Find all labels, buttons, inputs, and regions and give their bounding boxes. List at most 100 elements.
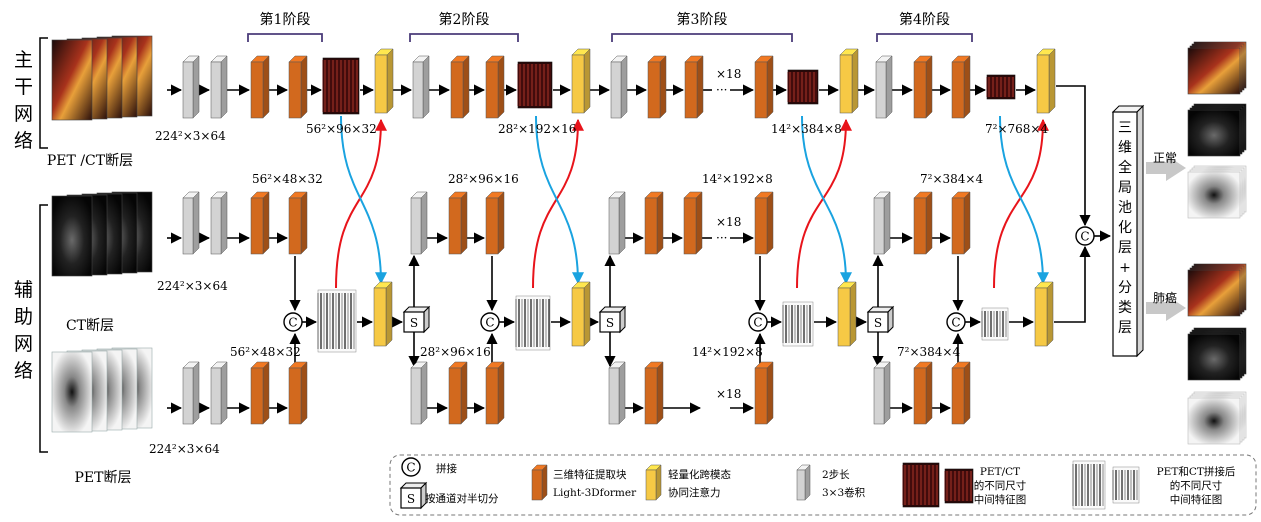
concat-node-3-label: C [753,316,762,330]
pet-s4-conv-front [874,368,884,424]
main-s1-block-2-front [289,62,301,118]
ct-conv-1-front [183,198,193,254]
concat-node-3: C [749,313,767,331]
main-s4-block-2-front [952,62,964,118]
main-s3-block-3-side [767,56,773,118]
ct-s4-block-1-side [926,192,932,254]
cancer-petct-output [1188,264,1246,316]
ct-conv-1 [183,192,199,254]
dim-main-s2: 28²×192×16 [498,122,576,136]
pet-s4-block-2-side [964,362,970,424]
pet-s4-block-2 [952,362,970,424]
ct-s2-block-2 [486,192,504,254]
ct-s1-block-2-front [289,198,301,254]
legend-concat-icon-label: C [406,461,415,475]
legend-cat-label-2: 的不同尺寸 [1170,479,1223,492]
pet-conv-2 [211,362,227,424]
ct-s3-ellipsis: ··· [716,231,727,245]
main-s3-conv-front [611,62,621,118]
split-node-1: S [404,307,429,332]
pet-s1-block-1-side [263,362,269,424]
legend-conv-label-1: 2步长 [822,469,850,481]
main-s4-block-2-side [964,56,970,118]
pet-s4-block-2-front [952,368,964,424]
pet-s2-block-1-front [449,368,461,424]
main-s3-conv-side [621,56,627,118]
aux-s2-attention-front [572,288,584,346]
main-to-final-concat [1056,86,1085,225]
aux-label-char: 助 [14,306,33,328]
split-node-1-side [424,307,429,332]
main-s2-block-2-side [498,56,504,118]
ct-s3-block-3-front [755,198,767,254]
pet-s4-conv [874,362,890,424]
legend-block-icon [532,465,547,500]
main-s1-block-2-side [301,56,307,118]
normal-petct-output [1188,42,1246,94]
main-s3-block-2-side [697,56,703,118]
main-s2-feature-bg [518,62,552,108]
pet-s3-block-2-front [755,368,767,424]
main-s2-attention-front [572,55,584,113]
legend-block-label-1: 三维特征提取块 [553,468,627,481]
aux-label-char: 网 [14,333,33,355]
ct-s3-block-2-side [696,192,702,254]
stage-label-4: 第4阶段 [899,11,950,28]
main-s4-block-1-side [926,56,932,118]
legend-split-icon: S [401,483,426,508]
main-s3-block-2-front [685,62,697,118]
final-concat-node: C [1076,227,1094,245]
main-s4-attention-side [1049,49,1055,113]
main-s1-attention-side [387,49,393,113]
petct-input-stack [52,36,152,120]
dim-pet-s1: 56²×48×32 [230,345,301,359]
ct-s3-conv-side [619,192,625,254]
ct-s2-block-1 [449,192,467,254]
pet-s4-block-1-front [914,368,926,424]
dim-ct-s1: 56²×48×32 [252,172,323,186]
cancer-ct-output-slice [1188,334,1240,380]
ct-s1-block-1-front [251,198,263,254]
pool-label-char: 维 [1118,140,1132,156]
main-s2-block-2 [486,56,504,118]
ct-conv-1-side [193,192,199,254]
cat-s1-feature [318,290,356,352]
pet-s3-block-2-side [767,362,773,424]
main-conv-2-side [221,56,227,118]
stage-label-3: 第3阶段 [677,11,728,28]
legend-feat-icon-2 [945,469,973,503]
concat-node-2-label: C [485,316,494,330]
main-s4-block-2 [952,56,970,118]
main-s4-conv-front [876,62,886,118]
main-s3-attention-side [852,49,858,113]
cat-s2-feature-bg [516,296,550,350]
stage-bracket-3 [612,34,792,42]
backbone-label-char: 干 [14,76,33,98]
aux-s4-attention [1035,282,1053,346]
pet-s2-block-2-side [498,362,504,424]
legend-cat-icon-2-bg [1113,467,1139,503]
main-s2-attention-side [584,49,590,113]
pool-label-char: 化 [1118,220,1132,236]
pet-s2-block-1-side [461,362,467,424]
main-s1-block-1-side [263,56,269,118]
ct-s1-block-2-side [301,192,307,254]
blue-cross-arrow-4 [1000,116,1043,283]
stage-bracket-4 [877,34,972,42]
dim-pet-s2: 28²×96×16 [420,345,491,359]
ct-s4-conv-front [874,198,884,254]
legend-conv-icon-side [805,465,810,500]
dim-main-s3: 14²×384×8 [771,122,842,136]
legend-attention-icon-front [646,470,656,500]
main-s3-conv [611,56,627,118]
cancer-pet-output [1188,392,1246,444]
ct-conv-2 [211,192,227,254]
pet-s1-block-2 [289,362,307,424]
pool-label-char: 局 [1118,180,1132,196]
main-s1-block-2 [289,56,307,118]
ct-s4-block-2 [952,192,970,254]
pet-s1-block-2-front [289,368,301,424]
main-s1-block-1-front [251,62,263,118]
main-s2-attention [572,49,590,113]
